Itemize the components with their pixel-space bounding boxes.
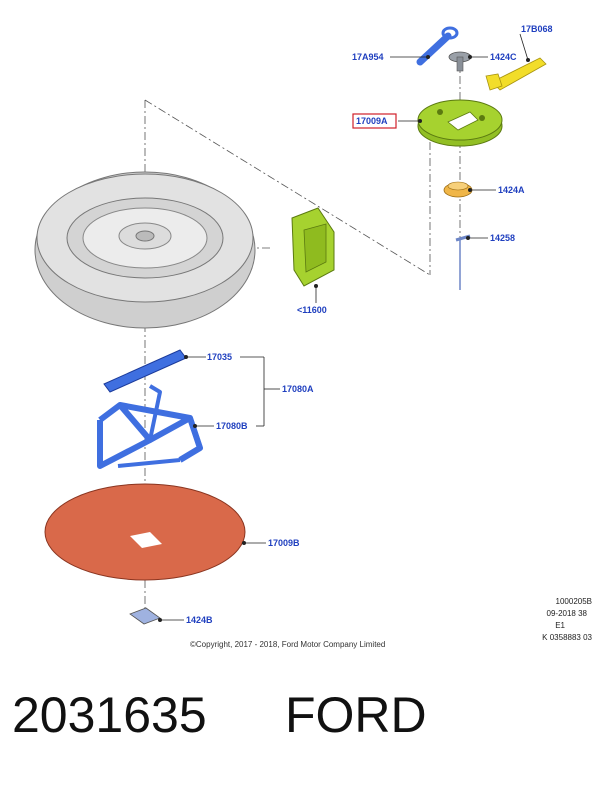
hook-bolt <box>455 234 471 290</box>
spare-wheel-bracket <box>417 99 503 147</box>
callout-17080a[interactable]: 17080A <box>282 384 314 394</box>
callout-17a954[interactable]: 17A954 <box>352 52 384 62</box>
foam-holder <box>291 207 335 287</box>
callout-11600[interactable]: <11600 <box>297 305 327 315</box>
eye-bolt <box>416 26 459 66</box>
callout-1424a[interactable]: 1424A <box>498 185 525 195</box>
brand-name: FORD <box>285 687 427 743</box>
leader-lines <box>160 33 529 621</box>
callout-highlight-box <box>352 113 397 129</box>
scissor-jack <box>97 384 203 469</box>
floor-mat <box>44 483 246 581</box>
callout-17009b[interactable]: 17009B <box>268 538 300 548</box>
meta-line-1: 1000205B <box>556 597 592 606</box>
orange-nut <box>443 181 473 198</box>
callout-1424c[interactable]: 1424C <box>490 52 517 62</box>
meta-line-4: K 0358883 03 <box>542 633 592 642</box>
leader-dots <box>158 55 530 622</box>
callout-17b068[interactable]: 17B068 <box>521 24 553 34</box>
part-number: 2031635 <box>12 687 207 743</box>
spare-tire <box>34 171 256 329</box>
callout-17080b[interactable]: 17080B <box>216 421 248 431</box>
wrench-handle <box>485 57 547 91</box>
bolt-1424b <box>129 607 161 625</box>
copyright-text: ©Copyright, 2017 - 2018, Ford Motor Comp… <box>190 640 385 649</box>
retainer-cap <box>448 51 472 72</box>
meta-line-2: 09-2018 38 <box>547 609 588 618</box>
callout-17035[interactable]: 17035 <box>207 352 232 362</box>
callout-1424b[interactable]: 1424B <box>186 615 213 625</box>
callout-14258[interactable]: 14258 <box>490 233 515 243</box>
meta-line-3: E1 <box>555 621 565 630</box>
callout-17009a[interactable]: 17009A <box>356 116 388 126</box>
